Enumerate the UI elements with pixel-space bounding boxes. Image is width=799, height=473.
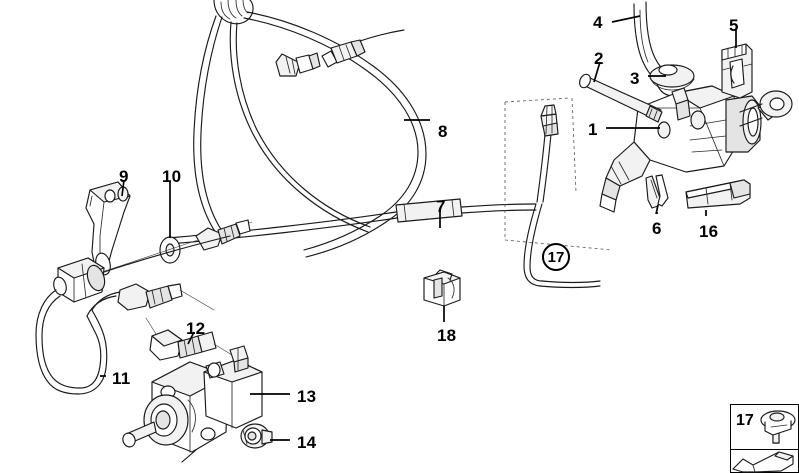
callout-7[interactable]: 7 [436,197,446,216]
callout-18[interactable]: 18 [437,326,457,345]
callout-10[interactable]: 10 [162,167,182,186]
callout-3[interactable]: 3 [630,69,640,88]
callout-16[interactable]: 16 [699,222,719,241]
leader-2 [593,61,601,83]
sealing-grommet-3 [649,64,695,97]
clutch-hose-line-8 [193,11,427,258]
bleeder-screw-14 [240,423,273,449]
clutch-slave-cylinder-13 [122,345,263,463]
union-fitting-12 [117,283,251,367]
callout-14[interactable]: 14 [297,433,317,452]
wedge-bracket-icon [732,451,794,473]
alignment-guide [504,97,613,251]
callout-6[interactable]: 6 [652,219,662,238]
fluid-reservoir-group [213,0,254,25]
push-in-clip-icon [760,410,796,444]
callout-1[interactable]: 1 [588,120,598,139]
inset-divider [731,449,798,450]
leader-lines [100,15,737,441]
hose-ferrule-b [321,29,405,68]
callout-2[interactable]: 2 [594,49,604,68]
spring-clip-6 [645,174,669,209]
clutch-master-cylinder-1 [599,85,793,213]
callout-13[interactable]: 13 [297,387,317,406]
lower-return-pipe [539,280,601,289]
callout-8[interactable]: 8 [438,122,448,141]
inset-label-17: 17 [736,412,754,429]
pulsation-damper-11 [35,257,121,395]
bolt-pin-2 [579,73,663,123]
leader-9 [121,179,125,197]
leader-12 [187,331,195,345]
riser-pipe-17 [523,104,559,287]
mounting-bracket-9 [85,181,131,276]
callout-12[interactable]: 12 [186,319,206,338]
line-holder-clip-18 [423,269,461,307]
hose-ferrule-a [275,52,321,77]
callout-5[interactable]: 5 [729,16,739,35]
pipe-end-fitting [195,219,251,251]
retaining-plate-16 [685,179,751,209]
damper-feed-line [103,235,231,273]
callout-11[interactable]: 11 [112,369,131,388]
leader-4 [611,15,641,23]
leader-6b [655,204,659,215]
detail-inset-box: 17 [730,404,799,473]
callout-9[interactable]: 9 [119,167,129,186]
callout-17-circled[interactable]: 17 [542,243,570,271]
retaining-clip-5 [721,43,753,99]
callout-4[interactable]: 4 [593,13,603,32]
